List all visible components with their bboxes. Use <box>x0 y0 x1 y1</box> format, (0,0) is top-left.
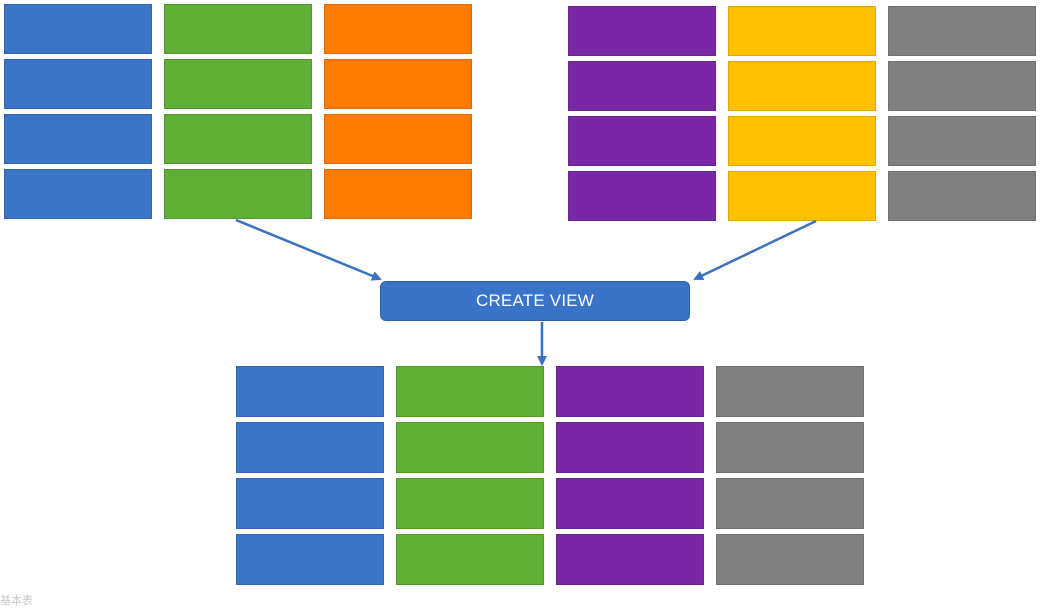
table-cell <box>4 59 152 109</box>
create-view-box: CREATE VIEW <box>380 281 690 321</box>
table-cell <box>556 534 704 585</box>
table-cell <box>164 169 312 219</box>
table-cell <box>236 422 384 473</box>
create-view-label: CREATE VIEW <box>475 291 595 310</box>
table-cell <box>888 171 1036 221</box>
table-cell <box>236 366 384 417</box>
orange-column <box>324 4 472 219</box>
table-cell <box>716 422 864 473</box>
table-cell <box>728 61 876 111</box>
result-view-table <box>236 366 864 585</box>
yellow-column <box>728 6 876 221</box>
arrow-left-to-create-view <box>235 218 382 281</box>
table-cell <box>164 59 312 109</box>
table-cell <box>236 534 384 585</box>
arrow-right-to-create-view <box>693 219 817 281</box>
table-cell <box>728 171 876 221</box>
source-table-right <box>568 6 1036 221</box>
table-cell <box>568 6 716 56</box>
table-cell <box>888 116 1036 166</box>
table-cell <box>4 4 152 54</box>
purple-column <box>556 366 704 585</box>
table-cell <box>556 422 704 473</box>
table-cell <box>396 366 544 417</box>
table-cell <box>728 116 876 166</box>
table-cell <box>324 114 472 164</box>
table-cell <box>324 59 472 109</box>
table-cell <box>324 4 472 54</box>
blue-column <box>236 366 384 585</box>
table-cell <box>568 61 716 111</box>
table-cell <box>556 478 704 529</box>
gray-column <box>716 366 864 585</box>
table-cell <box>568 116 716 166</box>
table-cell <box>556 366 704 417</box>
table-cell <box>164 114 312 164</box>
table-cell <box>716 366 864 417</box>
table-cell <box>716 478 864 529</box>
table-cell <box>164 4 312 54</box>
table-cell <box>396 534 544 585</box>
footer-caption: 基本表 <box>0 595 33 607</box>
table-cell <box>716 534 864 585</box>
gray-column <box>888 6 1036 221</box>
green-column <box>396 366 544 585</box>
table-cell <box>396 478 544 529</box>
table-cell <box>888 6 1036 56</box>
purple-column <box>568 6 716 221</box>
table-cell <box>396 422 544 473</box>
blue-column <box>4 4 152 219</box>
table-cell <box>888 61 1036 111</box>
green-column <box>164 4 312 219</box>
table-cell <box>4 169 152 219</box>
table-cell <box>728 6 876 56</box>
source-table-left <box>4 4 472 219</box>
table-cell <box>236 478 384 529</box>
table-cell <box>568 171 716 221</box>
table-cell <box>324 169 472 219</box>
table-cell <box>4 114 152 164</box>
